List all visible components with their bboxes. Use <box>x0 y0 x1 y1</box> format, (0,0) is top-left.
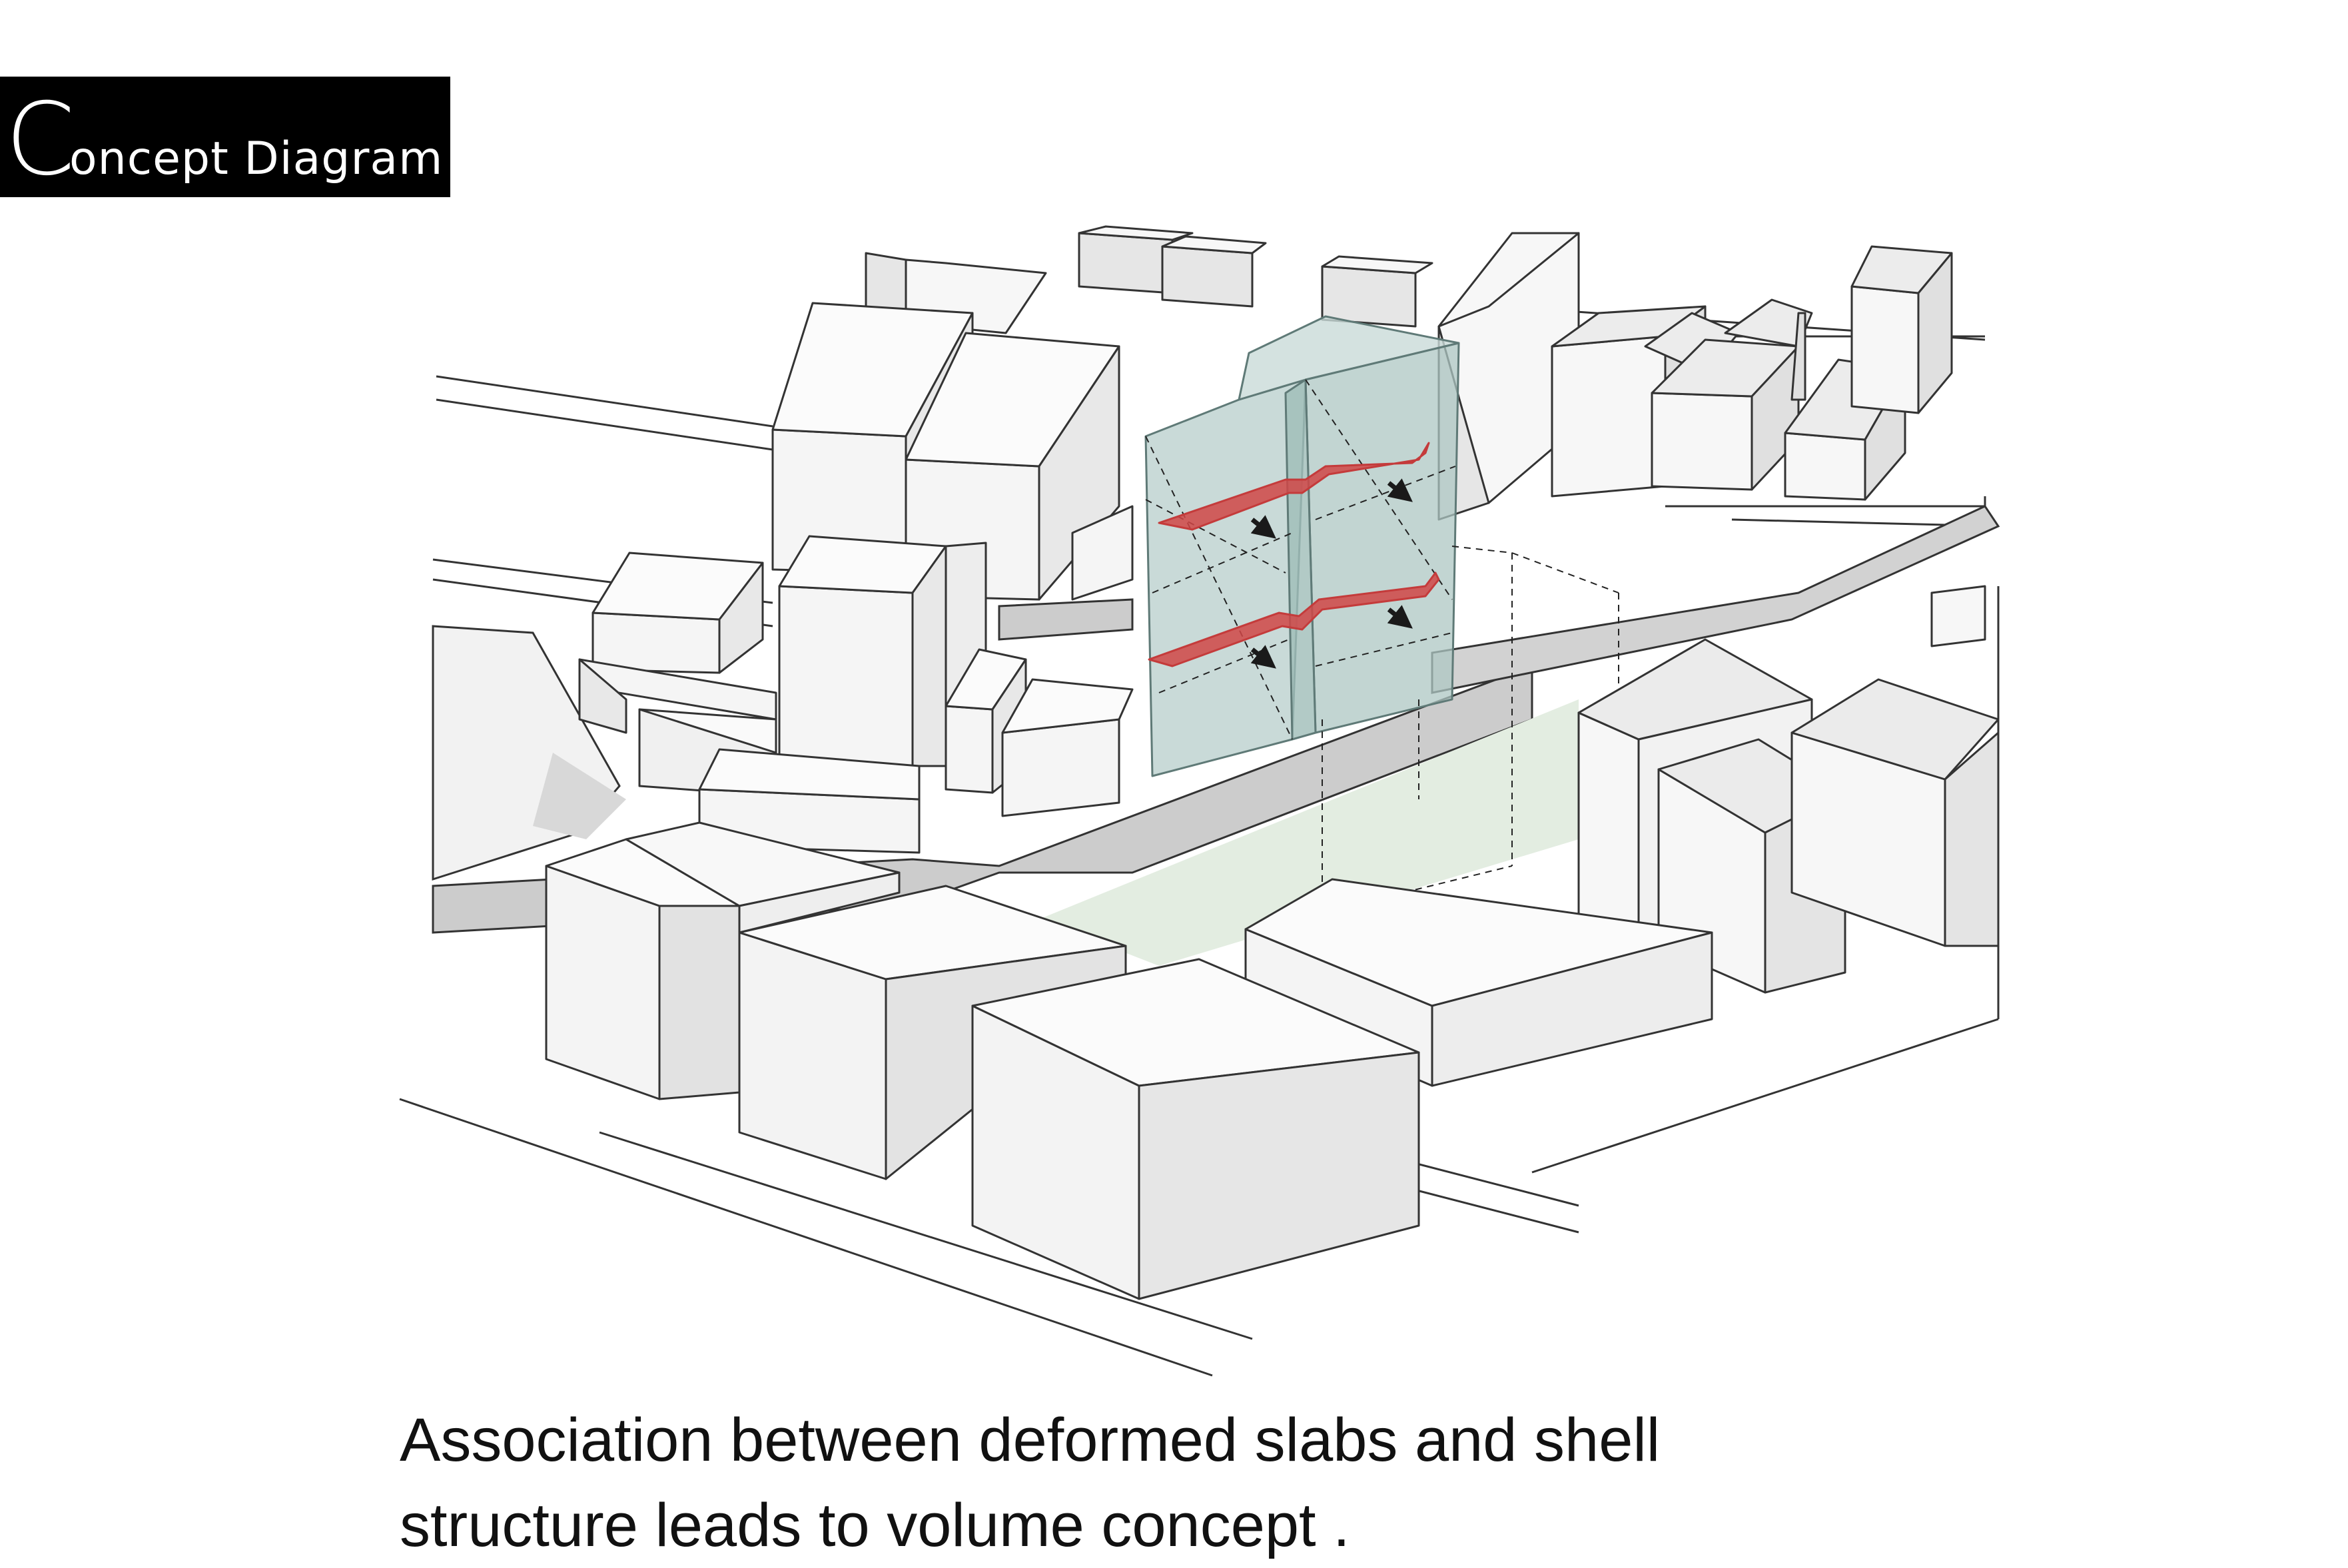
arrow-down-right-icon <box>1387 605 1413 629</box>
slab-upper <box>1158 442 1430 531</box>
arrow-down-right-icon <box>1387 478 1413 502</box>
caption-line-1: Association between deformed slabs and s… <box>400 1406 1661 1474</box>
arrow-down-right-icon <box>1250 515 1276 539</box>
glass-tower <box>1144 315 1619 963</box>
buildings-background <box>865 225 1953 521</box>
buildings-right-cluster <box>1244 585 2000 1087</box>
arrow-down-right-icon <box>1250 645 1276 669</box>
park-strip <box>1039 699 1579 966</box>
deformed-slabs <box>1148 442 1440 667</box>
buildings-left-cluster <box>578 302 1134 854</box>
title-initial: C <box>5 82 75 198</box>
road-network <box>432 505 2000 934</box>
slab-lower <box>1148 572 1440 667</box>
title-box: C oncept Diagram <box>0 77 450 197</box>
diagram-caption: Association between deformed slabs and s… <box>400 1397 1660 1568</box>
caption-line-2: structure leads to volume concept . <box>400 1491 1350 1559</box>
title-text: oncept Diagram <box>69 133 444 185</box>
flow-arrows <box>1250 478 1413 669</box>
buildings-foreground <box>545 821 1420 1300</box>
